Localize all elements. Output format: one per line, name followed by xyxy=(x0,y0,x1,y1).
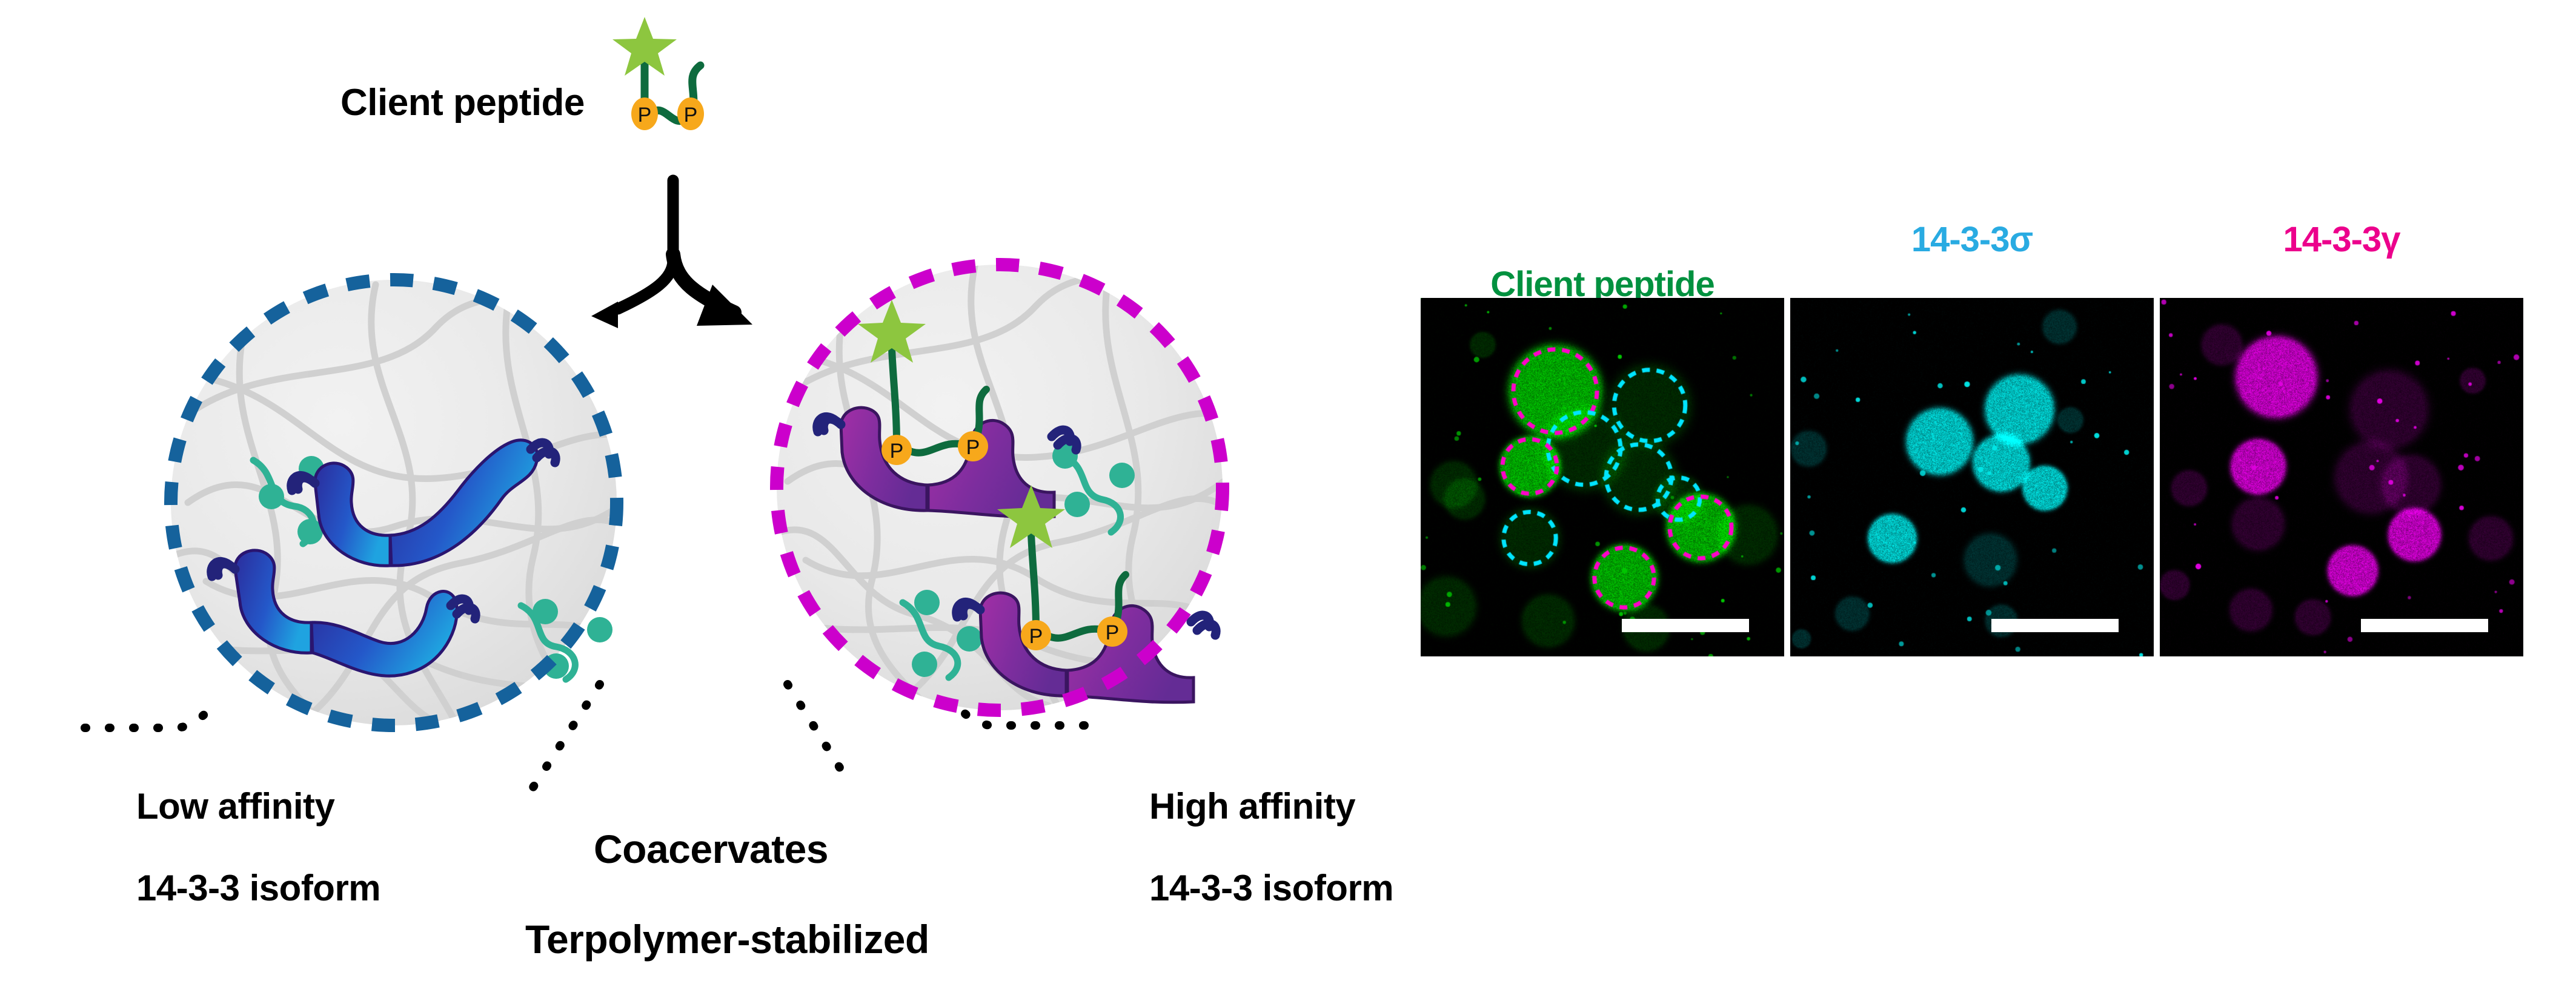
left-coacervate xyxy=(164,273,623,732)
client-peptide-label: Client peptide xyxy=(340,82,585,124)
high-affinity-line2: 14-3-3 isoform xyxy=(1149,868,1394,909)
scalebar-gamma xyxy=(2361,619,2488,632)
leader-coacervate-right xyxy=(783,680,855,790)
phospho-badge-left xyxy=(631,97,658,130)
schematic-panel: Client peptide P P xyxy=(0,0,1394,962)
right-coacervate: P P P P xyxy=(770,258,1229,717)
coacervates-line1: Coacervates xyxy=(593,826,829,871)
svg-text:P: P xyxy=(890,440,904,463)
phospho-badge-right-text: P xyxy=(684,104,698,127)
fluorophore-star-upper-icon xyxy=(858,300,926,363)
leader-low-affinity xyxy=(81,697,220,732)
panel-header-sigma-isoform: 14-3-3σ xyxy=(1911,219,2033,259)
low-affinity-caption: Low affinity 14-3-3 isoform xyxy=(78,745,381,950)
protein-dimer-left-lower xyxy=(207,549,480,678)
panel-header-client-peptide-text: Client peptide xyxy=(1490,264,1715,304)
panel-header-gamma-isoform: 14-3-3γ xyxy=(2283,219,2401,259)
leader-coacervate-left xyxy=(529,680,604,791)
free-fragments-right xyxy=(899,443,1135,681)
fluorophore-star-lower-icon xyxy=(997,485,1065,548)
fluorophore-star-icon xyxy=(612,17,677,76)
phospho-badge-right xyxy=(677,97,704,130)
figure-root: Client peptide P P xyxy=(0,0,2576,962)
micrograph-client-peptide-canvas xyxy=(1421,298,1784,656)
coacervate-outline-right xyxy=(770,258,1229,717)
microscopy-panel-group: Client peptide 14-3-3σ Weak binder 14-3-… xyxy=(1393,0,2576,905)
low-affinity-line2: 14-3-3 isoform xyxy=(136,868,381,909)
scalebar-client-peptide xyxy=(1622,619,1749,632)
coacervates-caption: Coacervates Terpolymer-stabilized xyxy=(460,781,929,1007)
panel-header-client-peptide: Client peptide xyxy=(1421,188,1784,381)
leader-lines xyxy=(81,680,1089,791)
leader-high-affinity xyxy=(951,698,1089,730)
coacervate-outline-left xyxy=(164,273,623,732)
svg-text:P: P xyxy=(966,436,980,459)
scalebar-sigma xyxy=(1991,619,2119,632)
micrograph-sigma xyxy=(1790,298,2154,656)
arrow-head-right-icon xyxy=(697,285,752,326)
micrograph-sigma-canvas xyxy=(1790,298,2154,656)
coacervates-line2: Terpolymer-stabilized xyxy=(525,916,929,962)
svg-text:P: P xyxy=(1106,621,1120,644)
protein-dimer-right-lower: P P xyxy=(952,485,1221,704)
micrograph-gamma-canvas xyxy=(2160,298,2523,656)
micrograph-client-peptide xyxy=(1421,298,1784,656)
protein-dimer-right-upper: P P xyxy=(812,300,1081,519)
protein-dimer-left-upper xyxy=(287,438,560,567)
branching-arrow xyxy=(591,174,752,328)
arrow-head-left-icon xyxy=(591,302,618,328)
svg-text:P: P xyxy=(1029,625,1043,648)
micrograph-gamma xyxy=(2160,298,2523,656)
high-affinity-caption: High affinity 14-3-3 isoform xyxy=(1090,745,1394,950)
high-affinity-line1: High affinity xyxy=(1149,785,1356,827)
low-affinity-line1: Low affinity xyxy=(136,785,335,827)
phospho-badge-left-text: P xyxy=(638,104,652,127)
client-peptide-cartoon: P P xyxy=(612,17,705,130)
